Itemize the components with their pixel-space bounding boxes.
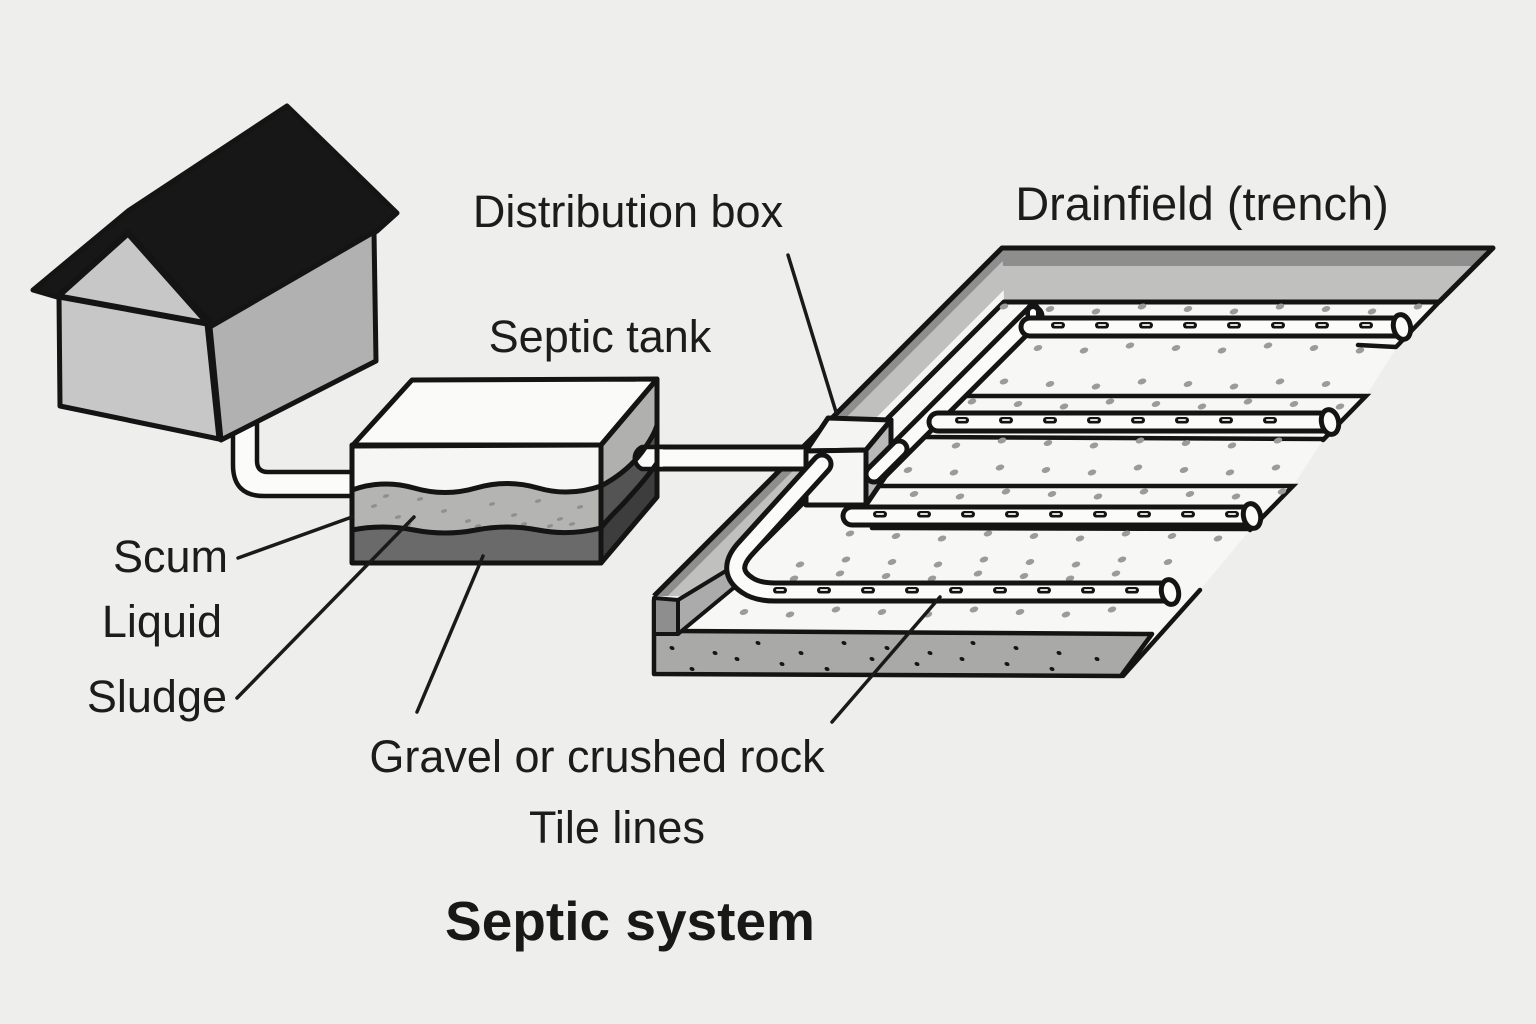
pipe-perforations (773, 322, 1373, 594)
septic-tank (349, 376, 666, 566)
label-septic-tank: Septic tank (489, 311, 712, 362)
drainfield-trench (636, 245, 1496, 679)
label-sludge: Sludge (87, 671, 227, 722)
tank-scum-layer (352, 483, 601, 536)
tank-sludge-layer (352, 527, 601, 563)
leader-lines (235, 253, 942, 724)
trench-strip-lines (859, 297, 1444, 679)
leader-scum (236, 515, 354, 560)
label-drainfield: Drainfield (trench) (1015, 177, 1389, 230)
leader-distribution-box (786, 253, 838, 414)
label-tile-lines: Tile lines (529, 802, 705, 853)
bank-top-light (1003, 266, 1475, 300)
tank-side-dark-band (601, 463, 657, 563)
bank-end-face-dark (652, 596, 680, 636)
distribution-box (803, 415, 910, 508)
tile-line-pipes (724, 312, 1414, 607)
bank-top-dark (1002, 248, 1493, 266)
house-side-wall (207, 229, 379, 443)
house (30, 103, 400, 499)
label-liquid: Liquid (102, 596, 222, 647)
label-distribution-box: Distribution box (473, 186, 784, 237)
leader-sludge (235, 515, 416, 700)
label-gravel: Gravel or crushed rock (369, 731, 825, 782)
pipe-end-openings (1158, 312, 1414, 607)
tank-scum-speckles (370, 494, 584, 528)
tank-top-face (352, 379, 657, 446)
labels: Septic tank Distribution box Drainfield … (87, 177, 1389, 952)
label-scum: Scum (113, 531, 228, 582)
leader-tile-lines (830, 595, 942, 724)
floor-gravel-dots (739, 303, 1423, 618)
gravel-band-dots (669, 640, 1100, 672)
tank-side-outline (598, 376, 660, 566)
tank-sludge-line (351, 524, 602, 536)
leader-gravel (415, 554, 485, 714)
tank-scum-line (351, 481, 602, 495)
diagram-title: Septic system (445, 890, 815, 952)
